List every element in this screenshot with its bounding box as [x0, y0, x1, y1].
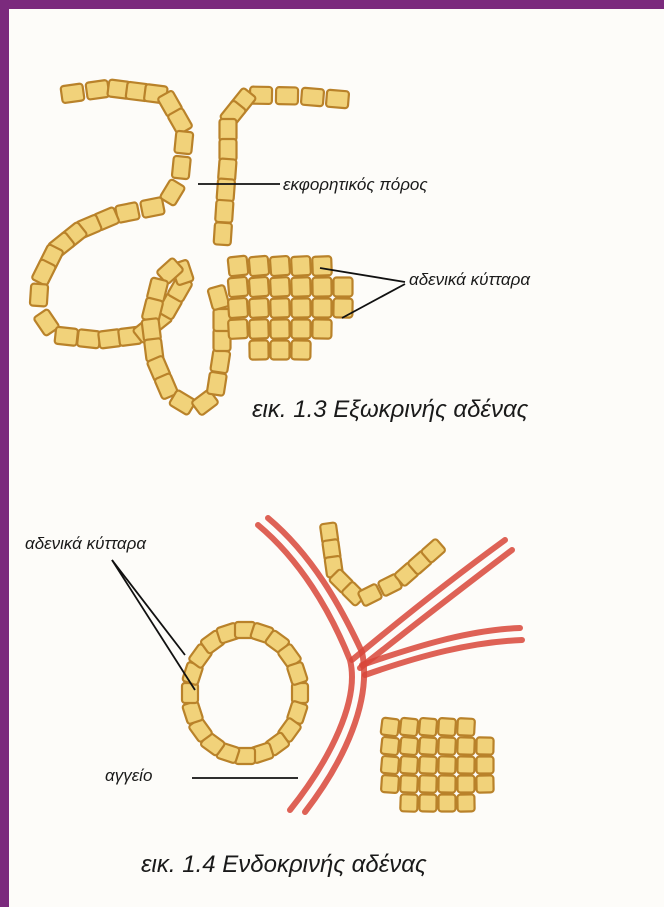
duct-label: εκφορητικός πόρος [283, 175, 428, 195]
gland-cell [400, 794, 418, 812]
gland-cell [220, 119, 237, 141]
vessel-label: αγγείο [105, 766, 152, 786]
exocrine-cells-label: αδενικά κύτταρα [409, 270, 530, 290]
gland-cell [270, 298, 290, 318]
gland-cell [457, 794, 474, 811]
gland-cell [140, 197, 165, 218]
gland-cell [334, 278, 353, 297]
gland-cell [438, 737, 456, 755]
gland-cell [291, 277, 311, 297]
gland-cell [54, 327, 78, 346]
gland-cell [381, 775, 399, 793]
gland-cell [210, 349, 230, 373]
gland-cell [182, 701, 203, 725]
gland-cell [287, 662, 308, 686]
gland-cell [457, 718, 475, 736]
gland-cell [215, 200, 233, 223]
gland-cell [419, 718, 437, 736]
gland-cell [207, 285, 229, 311]
gland-cell [270, 256, 290, 276]
pointer-line [112, 560, 195, 690]
gland-cell [400, 718, 419, 737]
gland-cell [477, 757, 494, 774]
gland-cell [292, 320, 311, 339]
endocrine-cells-label: αδενικά κύτταρα [25, 534, 146, 554]
gland-cell [313, 299, 332, 318]
figure-1-4-caption: εικ. 1.4 Ενδοκρινής αδένας [141, 851, 427, 879]
gland-cell [249, 277, 269, 297]
gland-cell [381, 756, 399, 774]
gland-cell [312, 319, 331, 338]
gland-cell [291, 256, 311, 276]
gland-cell [276, 87, 298, 104]
gland-cell [172, 156, 191, 180]
exocrine-gland-drawing [30, 79, 353, 416]
gland-cell [457, 737, 475, 755]
gland-cell [476, 775, 493, 792]
gland-cell [60, 83, 84, 103]
endocrine-gland-drawing [182, 522, 494, 812]
gland-cell [400, 737, 418, 755]
gland-cell [249, 256, 270, 277]
gland-cell [174, 131, 193, 155]
figure-1-3-caption: εικ. 1.3 Εξωκρινής αδένας [252, 396, 528, 424]
gland-cell [476, 737, 493, 754]
gland-cell [292, 683, 308, 703]
gland-cell [85, 80, 109, 100]
gland-cell [458, 776, 475, 793]
gland-cell [228, 277, 249, 298]
gland-cell [182, 683, 198, 703]
gland-cell [438, 718, 456, 736]
gland-cell [77, 329, 101, 348]
gland-cell [249, 340, 268, 359]
gland-cell [419, 737, 437, 755]
gland-cell [419, 756, 437, 774]
gland-cell [249, 298, 269, 318]
gland-cell [207, 372, 227, 396]
gland-cell [291, 340, 310, 359]
gland-cell [291, 298, 310, 317]
gland-cell [270, 277, 290, 297]
gland-cell [419, 794, 436, 811]
gland-cell [228, 319, 248, 339]
gland-cell [312, 256, 332, 276]
gland-cell [381, 718, 400, 737]
gland-cell [419, 775, 437, 793]
gland-cell [457, 756, 474, 773]
gland-cell [30, 283, 48, 306]
gland-cell [438, 756, 456, 774]
gland-cell [439, 795, 456, 812]
gland-cell [228, 298, 248, 318]
gland-cell [249, 319, 269, 339]
gland-cell [301, 88, 324, 107]
gland-cell [438, 775, 455, 792]
gland-cell [381, 737, 400, 756]
gland-cell [400, 775, 418, 793]
pointer-line [112, 560, 185, 655]
gland-cell [326, 90, 349, 109]
gland-cell [312, 277, 331, 296]
gland-cell [216, 178, 235, 201]
gland-cell [228, 256, 249, 277]
gland-cell [214, 222, 232, 245]
gland-cell [271, 341, 290, 360]
gland-cell [270, 319, 289, 338]
gland-cell [400, 756, 418, 774]
